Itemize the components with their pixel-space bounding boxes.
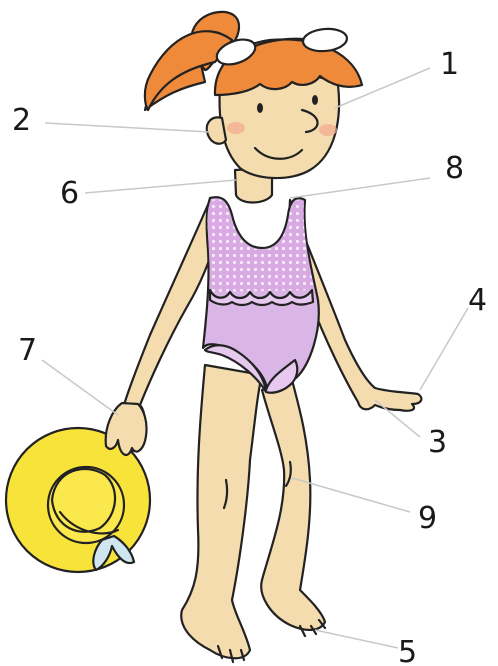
label-2: 2 — [12, 103, 31, 138]
left-leg — [181, 365, 262, 658]
label-8: 8 — [445, 151, 464, 186]
label-6: 6 — [60, 176, 79, 211]
right-leg — [261, 380, 325, 630]
label-5: 5 — [398, 635, 417, 666]
ear — [207, 117, 226, 143]
swimsuit-top-pattern — [207, 199, 314, 292]
label-1: 1 — [440, 47, 459, 82]
label-4: 4 — [468, 283, 487, 318]
label-7: 7 — [18, 333, 37, 368]
label-3: 3 — [428, 425, 447, 460]
girl-illustration — [6, 12, 421, 662]
label-9: 9 — [418, 501, 437, 536]
